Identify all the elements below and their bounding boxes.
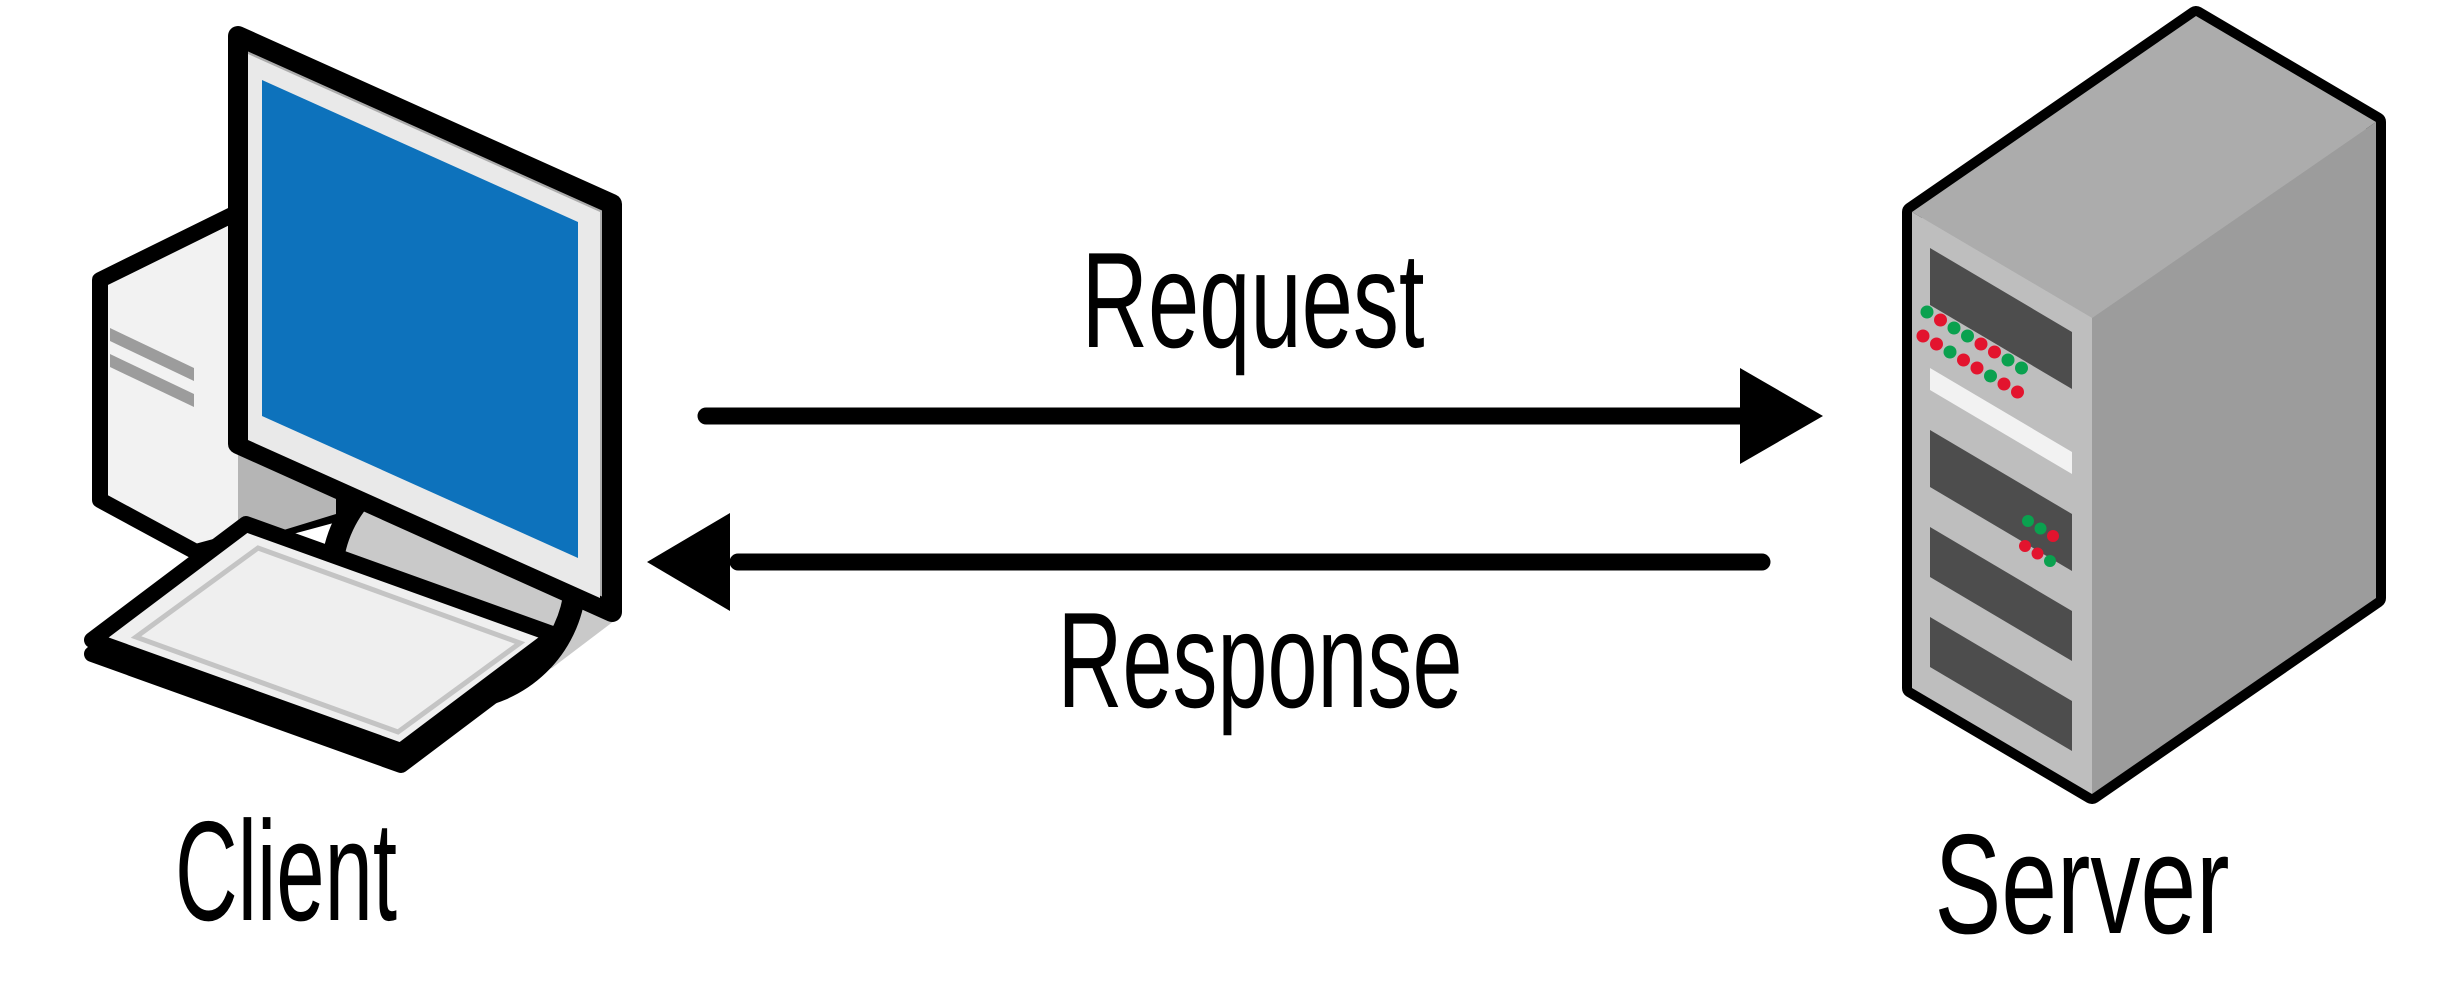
server-icon — [1902, 6, 2386, 804]
request-arrowhead-right-icon — [1740, 368, 1823, 464]
server-led-red — [2019, 540, 2031, 552]
keyboard-icon — [84, 516, 563, 773]
server-drive-slot — [1930, 430, 2072, 571]
response-arrow — [647, 513, 1771, 611]
server-led-green — [1947, 321, 1961, 335]
keyboard-key-area — [130, 545, 526, 735]
server-led-red — [1934, 313, 1947, 327]
server-led-green — [1920, 305, 1934, 319]
client-icon — [84, 26, 622, 773]
server-led-red — [1988, 345, 2001, 359]
server-drive-slot — [1930, 527, 2072, 661]
server-led-red — [1970, 361, 1984, 375]
server-led-green — [1961, 329, 1974, 343]
server-drive-slot — [1930, 248, 2072, 389]
response-arrowhead-left-icon — [647, 513, 730, 611]
response-label: Response — [1058, 584, 1463, 736]
tower-vent-slot — [110, 354, 194, 407]
server-led-red — [2047, 530, 2059, 542]
server-top-face — [1912, 16, 2376, 318]
server-led-green — [2044, 555, 2056, 567]
server-led-red — [1974, 337, 1988, 351]
server-stripe — [1930, 368, 2072, 474]
server-led-red — [1997, 377, 2011, 391]
client-label: Client — [175, 792, 397, 951]
server-led-panel — [1916, 305, 2059, 567]
server-led-green — [2022, 515, 2034, 527]
server-led-red — [1916, 329, 1930, 343]
server-led-green — [1984, 369, 1997, 383]
server-led-red — [1930, 337, 1943, 351]
monitor-icon — [228, 26, 622, 622]
request-label: Request — [1082, 224, 1425, 376]
server-label: Server — [1935, 805, 2230, 964]
keyboard-top — [84, 516, 563, 759]
server-led-red — [2031, 547, 2044, 560]
server-led-green — [2015, 361, 2028, 375]
server-led-green — [1943, 345, 1957, 359]
monitor-screen — [262, 80, 578, 558]
server-led-red — [1957, 353, 1970, 367]
server-led-green — [2001, 353, 2015, 367]
server-led-red — [2011, 385, 2024, 399]
tower-vent-slot — [110, 328, 194, 381]
server-led-green — [2034, 522, 2047, 535]
server-side-face — [2092, 122, 2376, 794]
server-drive-slot — [1930, 617, 2072, 751]
request-arrow — [697, 368, 1823, 464]
